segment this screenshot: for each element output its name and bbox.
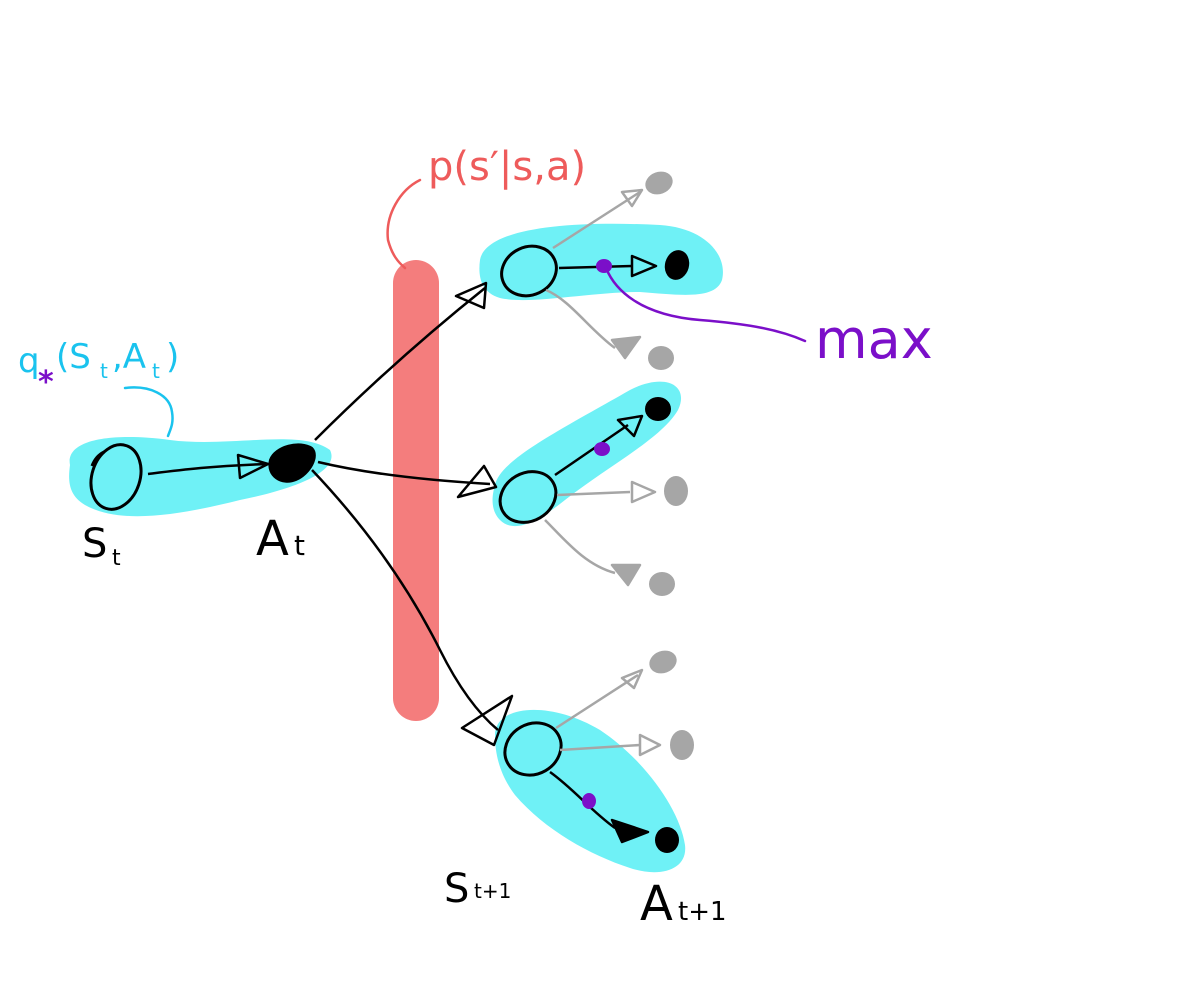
- next-state-nodes: [498, 244, 563, 777]
- edge-root-to-action: [147, 462, 269, 476]
- transition-arrowheads: [454, 281, 514, 747]
- bottom-next-state: [503, 721, 563, 777]
- q-label-q: q: [18, 341, 40, 381]
- transition-edges: [311, 287, 499, 731]
- s-t1-subscript: t+1: [474, 879, 511, 903]
- a-t-label: A: [256, 511, 289, 567]
- transition-label-connector: [386, 178, 422, 270]
- q-label-sub-t1: t: [100, 359, 108, 383]
- s-t-subscript: t: [112, 546, 121, 571]
- edge-action-to-top-state: [314, 287, 486, 441]
- q-label-star: *: [38, 365, 54, 400]
- arrowhead-top-state: [454, 281, 488, 310]
- edge-action-to-middle-state: [317, 460, 491, 486]
- s-t1-label: S: [444, 866, 469, 912]
- gray-action-branches: [544, 188, 662, 757]
- edge-action-to-bottom-state: [311, 469, 499, 731]
- max-action-nodes: [645, 250, 690, 853]
- root-action-node: [268, 443, 316, 483]
- root-state-node: [89, 443, 143, 511]
- max-markers: [582, 259, 612, 809]
- arrowhead-bottom-state: [460, 694, 514, 747]
- a-t-subscript: t: [294, 529, 305, 562]
- middle-next-state: [498, 470, 558, 524]
- highlight-bottom-branch: [495, 709, 686, 873]
- q-label-mid: ,A: [112, 337, 146, 377]
- top-next-state: [500, 244, 558, 298]
- transition-label: p(s′|s,a): [428, 144, 586, 190]
- max-label: max: [815, 308, 933, 371]
- max-action-branches: [549, 254, 658, 844]
- a-t1-label: A: [640, 876, 673, 932]
- arrowhead-middle-state: [456, 464, 498, 499]
- a-t1-subscript: t+1: [678, 897, 727, 927]
- q-label-connector: [123, 386, 174, 438]
- gray-action-nodes: [645, 171, 694, 760]
- max-connector: [604, 266, 807, 343]
- s-t-label: S: [82, 521, 107, 567]
- arrowhead-root-action: [236, 453, 270, 480]
- q-label-close: ): [166, 337, 179, 377]
- q-label-args: (S: [56, 337, 91, 377]
- q-label-sub-t2: t: [152, 359, 160, 383]
